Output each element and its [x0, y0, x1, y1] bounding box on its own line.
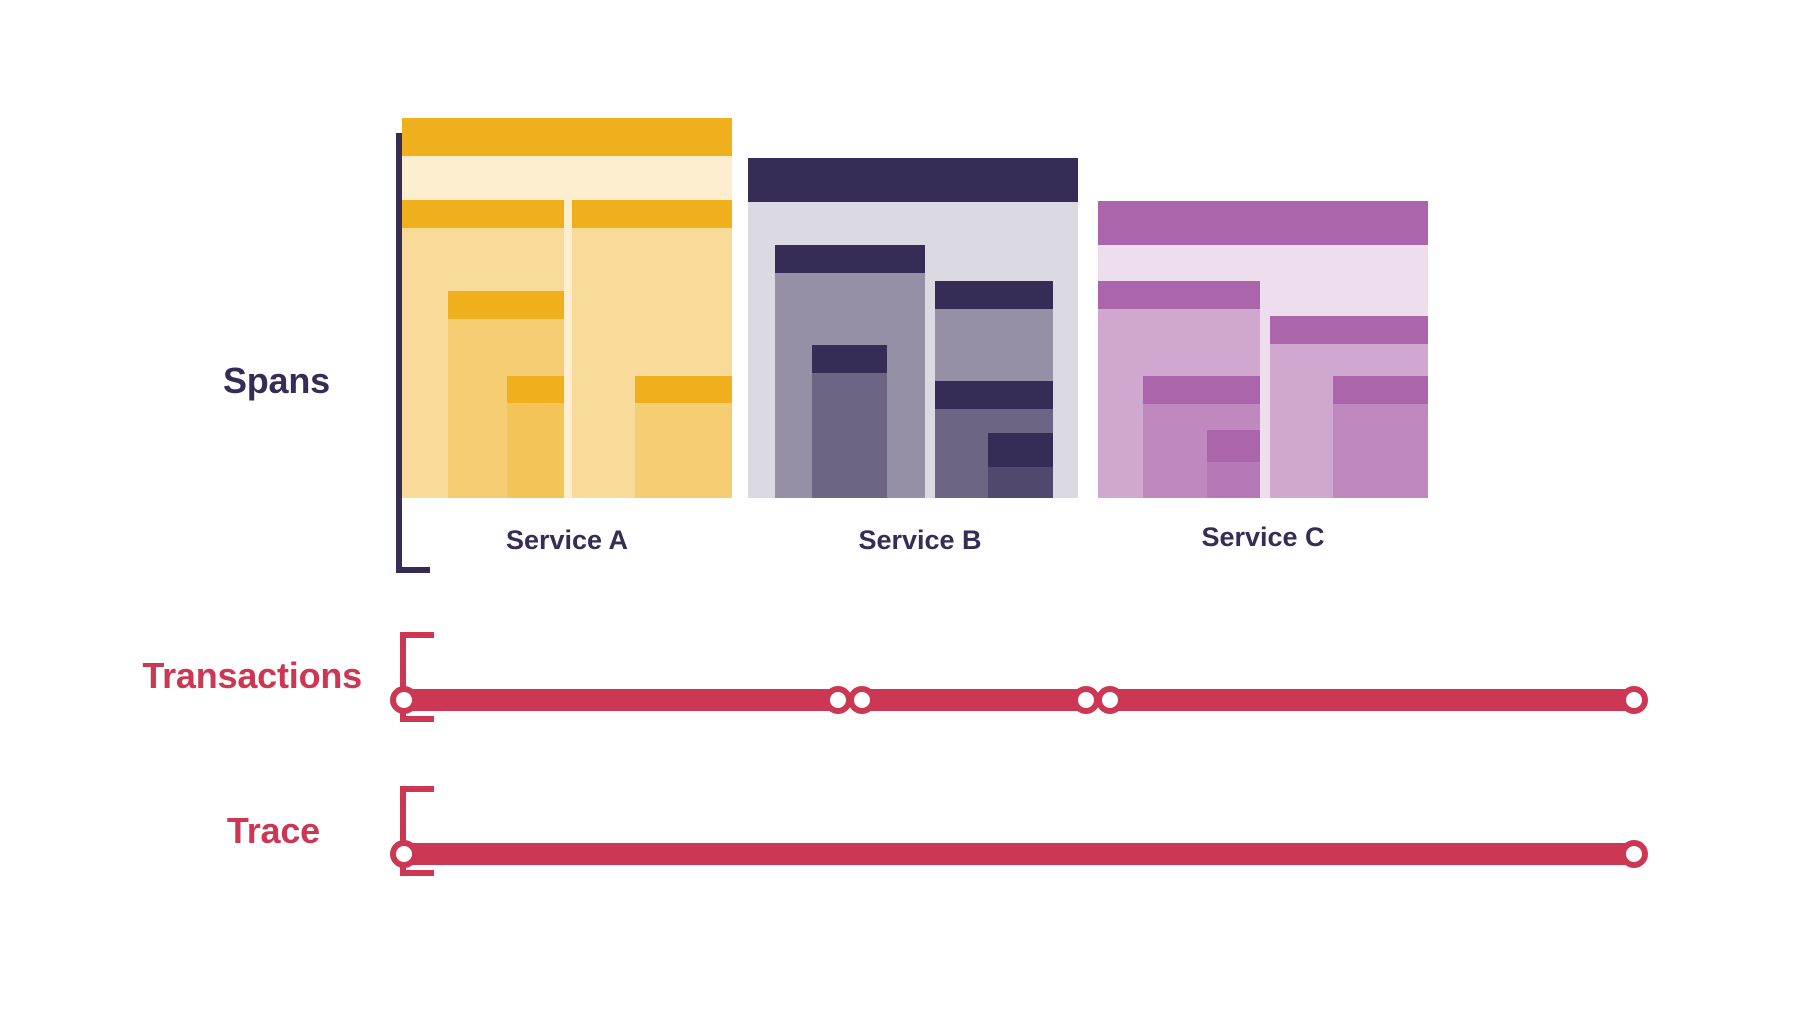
bracket-stem: [400, 632, 406, 722]
span-header-bar: [1270, 316, 1428, 344]
span-header-bar: [775, 245, 925, 273]
transaction-endpoint-6[interactable]: [1620, 686, 1648, 714]
service-caption-3: Service C: [1201, 522, 1325, 552]
transaction-service-a[interactable]: [404, 689, 838, 711]
service-c-child-span-2[interactable]: [1270, 316, 1428, 498]
transaction-endpoint-3[interactable]: [848, 686, 876, 714]
trace-line[interactable]: [404, 843, 1634, 865]
transaction-service-b[interactable]: [862, 689, 1086, 711]
span-header-bar: [1333, 376, 1428, 404]
trace-bracket: [400, 786, 434, 876]
bracket-arm-bottom: [400, 870, 434, 876]
span-header-bar: [988, 433, 1053, 467]
service-a-child-span-2[interactable]: [572, 200, 732, 498]
service-caption-1: Service A: [505, 525, 629, 555]
span-header-bar: [1098, 201, 1428, 245]
span-header-bar: [935, 281, 1053, 309]
bracket-arm-bottom: [396, 567, 430, 573]
service-a-leaf-span-3[interactable]: [635, 376, 732, 498]
service-c-leaf-span-3[interactable]: [1207, 430, 1260, 498]
trace-row-label: Trace: [226, 810, 320, 851]
span-header-bar: [1098, 281, 1260, 309]
transaction-endpoint-5[interactable]: [1096, 686, 1124, 714]
span-body: [572, 200, 732, 498]
span-header-bar: [635, 376, 732, 403]
bracket-stem: [400, 786, 406, 876]
trace-endpoint-1[interactable]: [390, 840, 418, 868]
bracket-arm-top: [400, 786, 434, 792]
span-header-bar: [812, 345, 887, 373]
service-a-leaf-span-2[interactable]: [507, 376, 564, 498]
service-b-span-column: [748, 158, 1078, 498]
bracket-arm-bottom: [400, 716, 434, 722]
span-header-bar: [448, 291, 564, 319]
span-header-bar: [1207, 430, 1260, 462]
transaction-endpoint-1[interactable]: [390, 686, 418, 714]
span-header-bar: [572, 200, 732, 228]
span-header-bar: [748, 158, 1078, 202]
bracket-arm-top: [400, 632, 434, 638]
service-b-leaf-span-1[interactable]: [812, 345, 887, 498]
span-header-bar: [507, 376, 564, 403]
service-caption-2: Service B: [858, 525, 982, 555]
span-header-bar: [402, 118, 732, 156]
span-header-bar: [935, 381, 1053, 409]
service-a-child-span-1[interactable]: [402, 200, 564, 498]
spans-area: [402, 118, 1428, 498]
service-c-span-column: [1098, 201, 1428, 498]
spans-row-label: Spans: [222, 360, 330, 401]
span-body: [1270, 316, 1428, 498]
transactions-row-label: Transactions: [142, 655, 362, 696]
span-body: [1098, 201, 1428, 498]
bracket-stem: [396, 133, 402, 573]
span-header-bar: [1143, 376, 1260, 404]
transaction-service-c[interactable]: [1110, 689, 1634, 711]
transactions-bracket: [400, 632, 434, 722]
span-header-bar: [402, 200, 564, 228]
service-c-root-span[interactable]: [1098, 201, 1428, 498]
service-a-span-column: [402, 118, 732, 498]
service-c-leaf-span-2[interactable]: [1333, 376, 1428, 498]
span-body: [402, 200, 564, 498]
service-b-leaf-span-3[interactable]: [988, 433, 1053, 498]
trace-endpoint-2[interactable]: [1620, 840, 1648, 868]
